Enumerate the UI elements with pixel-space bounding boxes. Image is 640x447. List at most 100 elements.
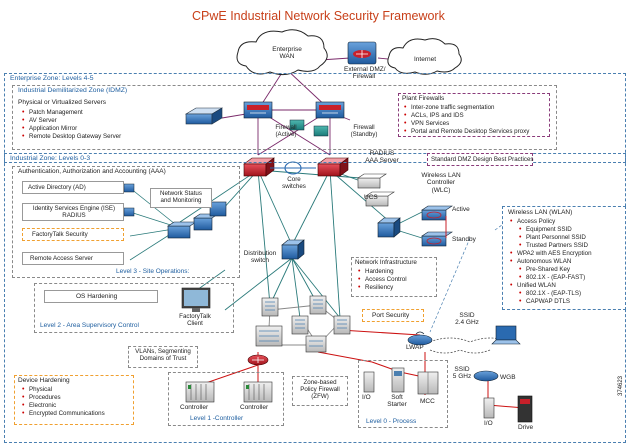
io-2-label: I/O [484,420,493,427]
ad-label: Active Directory (AD) [28,184,86,191]
net-infra-list: Hardening Access Control Resiliency [358,268,407,292]
wlc-standby-label: Standby [452,236,476,243]
ise-box [22,203,124,221]
switch-icon [313,125,329,137]
idmz-label: Industrial Demilitarized Zone (IDMZ) [18,87,128,94]
list-item: Patch Management [22,109,121,117]
switch-icon [255,325,283,347]
mcc-label: MCC [420,398,435,405]
plc-icon [483,397,495,419]
list-item: 802.1X - (EAP-FAST) [510,274,592,282]
server-icon [123,183,135,193]
internet-label: Internet [414,56,437,63]
site-ops-label: Level 3 - Site Operations: [116,268,190,275]
level0-label: Level 0 - Process [366,418,417,425]
switch-icon [291,315,309,335]
list-item: Portal and Remote Desktop Services proxy [404,128,529,136]
list-item: Inter-zone traffic segmentation [404,104,529,112]
drive-icon [417,371,439,395]
firewall-standby-label: Firewall(Standby) [350,124,378,139]
firewall-icon [243,101,273,119]
list-item: Autonomous WLAN [510,258,592,266]
list-item: Pre-Shared Key [510,266,592,274]
drive-icon [517,395,533,423]
external-dmz-label: External DMZ/Firewall [344,66,386,81]
list-item: Equipment SSID [510,226,592,234]
lwap-links [429,337,511,354]
net-status-box [150,188,212,208]
level1-label: Level 1 -Controller [190,415,244,422]
list-item: VPN Services [404,120,529,128]
firewall-icon [315,101,345,119]
cloud-icon [236,29,328,76]
list-item: Unified WLAN [510,282,592,290]
ucs-label: UCS [364,194,378,201]
dmz-best-practices-box [427,153,533,166]
switch-icon [305,335,327,353]
list-item: WPA2 with AES Encryption [510,250,592,258]
net-infra-heading: Network Infrastructure [355,259,417,266]
controller-2-label: Controller [240,404,269,411]
controller-1-label: Controller [180,404,209,411]
firewall-icon [347,41,377,65]
list-item: Encrypted Communications [22,410,105,418]
switch-icon [333,315,351,335]
drive-label: Drive [518,424,534,431]
level1-box [168,372,284,426]
wlan-heading: Wireless LAN (WLAN) [508,209,573,216]
list-item: Plant Personnel SSID [510,234,592,242]
aaa-heading: Authentication, Authorization and Accoun… [18,168,166,175]
idmz-servers-list: Patch Management AV Server Application M… [22,109,121,141]
router-icon [421,231,453,247]
list-item: Application Mirror [22,125,121,133]
server-icon [357,173,387,189]
switch-icon [289,119,305,131]
drive-icon [391,367,405,393]
zfw-box [292,376,348,406]
device-hardening-list: Physical Procedures Electronic Encrypted… [22,386,105,418]
ad-box [22,181,124,194]
os-hardening-box [44,290,158,303]
firewall-active-label: Firewall(Active) [275,124,297,139]
level2-box [34,283,234,333]
plc-icon [243,381,273,403]
router-icon [247,354,269,366]
monitor-icon [181,287,211,312]
aaa-box [12,166,240,278]
switch-icon [167,221,197,239]
port-security-box [362,309,424,322]
list-item: Trusted Partners SSID [510,242,592,250]
list-item: CAPWAP DTLS [510,298,592,306]
list-item: Resiliency [358,284,407,292]
laptop-icon [491,325,521,345]
switch-icon [281,239,305,260]
list-item: Electronic [22,402,105,410]
plant-firewalls-heading: Plant Firewalls [402,95,445,102]
access-point-icon [407,331,433,346]
switch-icon [209,201,227,217]
router-icon [421,205,453,221]
io-1-label: I/O [362,394,371,401]
port-security-label: Port Security [372,312,410,319]
figure-number: 374623 [618,375,624,396]
switch-icon [377,217,401,238]
vlans-box [128,346,198,368]
factorytalk-security-box [22,228,124,241]
switch-icon [261,297,279,317]
idmz-servers-heading: Physical or Virtualized Servers [18,99,107,106]
list-item: Access Control [358,276,407,284]
plant-firewalls-list: Inter-zone traffic segmentation ACLs, IP… [404,104,529,136]
idmz-box [12,85,557,150]
list-item: Hardening [358,268,407,276]
level0-box [358,360,448,428]
